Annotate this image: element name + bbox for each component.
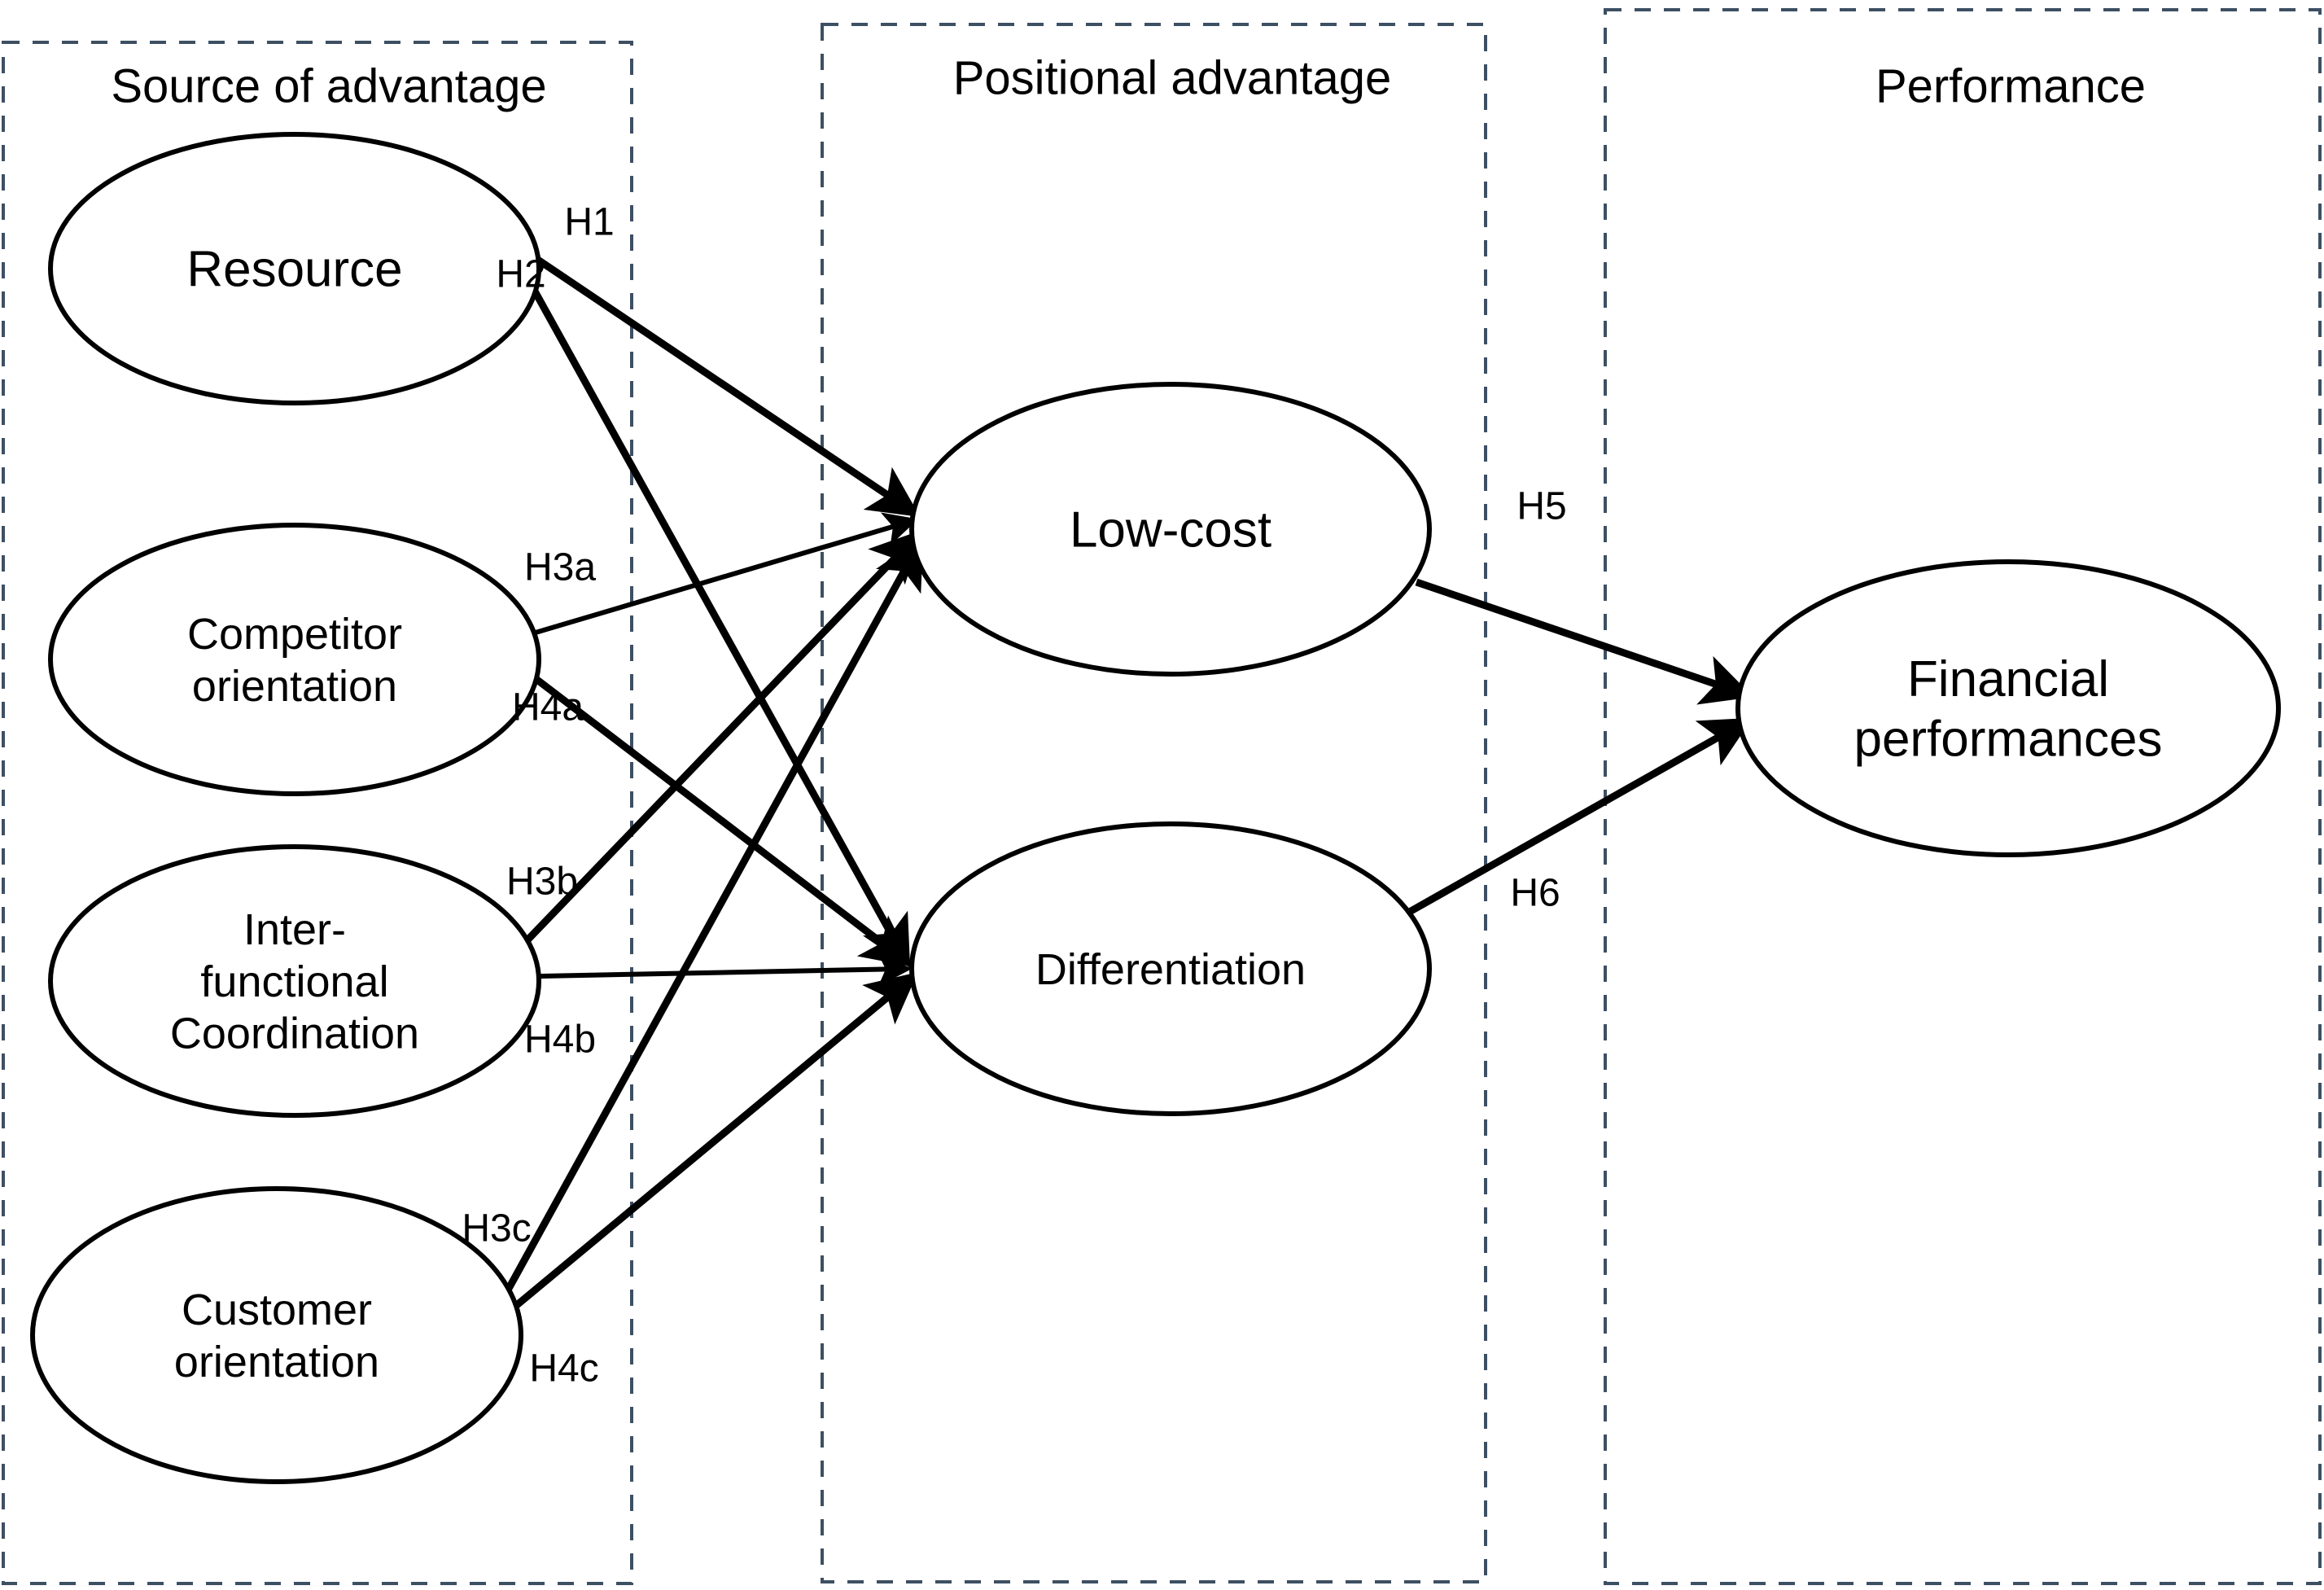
edge-h3b (497, 529, 922, 972)
group-titles: Source of advantage Positional advantage P… (111, 51, 2146, 112)
hypothesis-label-h2: H2 (496, 253, 545, 296)
construct-nodes: ResourceCompetitororientationInter-funct… (30, 132, 2281, 1484)
node-shape-customer (30, 1186, 523, 1484)
group-box-positional (821, 23, 1487, 1583)
hypothesis-label-h6: H6 (1510, 872, 1560, 915)
node-label-lowcost: Low-cost (1070, 502, 1271, 558)
edge-h3c (485, 536, 924, 1328)
hypothesis-label-h1: H1 (564, 201, 614, 244)
node-shape-competitor (48, 523, 541, 796)
node-label-competitor: Competitor (187, 610, 402, 659)
hypothesis-label-h4a: H4a (512, 686, 584, 729)
hypothesis-label-h5: H5 (1517, 485, 1566, 528)
node-label-interfunctional: functional (200, 957, 388, 1006)
node-label-interfunctional: Coordination (170, 1010, 419, 1058)
node-lowcost: Low-cost (909, 382, 1432, 677)
relationship-arrows (485, 237, 1753, 1332)
hypothesis-label-h3b: H3b (506, 861, 578, 904)
node-shape-differentiation (909, 821, 1432, 1116)
edge-h6 (1404, 717, 1753, 917)
hypothesis-label-h4b: H4b (524, 1018, 596, 1062)
node-label-resource: Resource (186, 242, 402, 298)
hypothesis-label-h4c: H4c (529, 1347, 598, 1391)
node-differentiation: Differentiation (909, 821, 1432, 1116)
node-label-customer: orientation (174, 1338, 379, 1386)
edge-h4a (497, 648, 914, 967)
group-title-performance: Performance (1875, 59, 2146, 112)
edge-h4b (499, 952, 913, 987)
node-shape-interfunctional (48, 844, 541, 1118)
node-label-financial: Financial (1907, 651, 2109, 707)
group-box-performance (1604, 8, 2322, 1585)
edge-h4c (486, 971, 918, 1332)
node-shape-financial (1735, 559, 2281, 857)
edge-h5 (1415, 578, 1753, 705)
node-label-competitor: orientation (192, 662, 397, 711)
edge-h1 (506, 237, 921, 518)
hypothesis-label-h3c: H3c (462, 1207, 531, 1251)
node-resource: Resource (48, 132, 541, 405)
edge-h2 (506, 242, 911, 969)
edge-h3a (499, 512, 919, 646)
node-shape-lowcost (909, 382, 1432, 677)
hypothesis-label-h3a: H3a (524, 546, 596, 589)
group-title-source: Source of advantage (111, 59, 546, 112)
group-title-positional: Positional advantage (953, 51, 1392, 104)
node-label-differentiation: Differentiation (1035, 945, 1306, 994)
group-boxes (2, 8, 2322, 1585)
node-label-interfunctional: Inter- (243, 905, 346, 954)
node-label-customer: Customer (182, 1286, 372, 1334)
node-shape-resource (48, 132, 541, 405)
node-label-financial: performances (1854, 711, 2162, 767)
